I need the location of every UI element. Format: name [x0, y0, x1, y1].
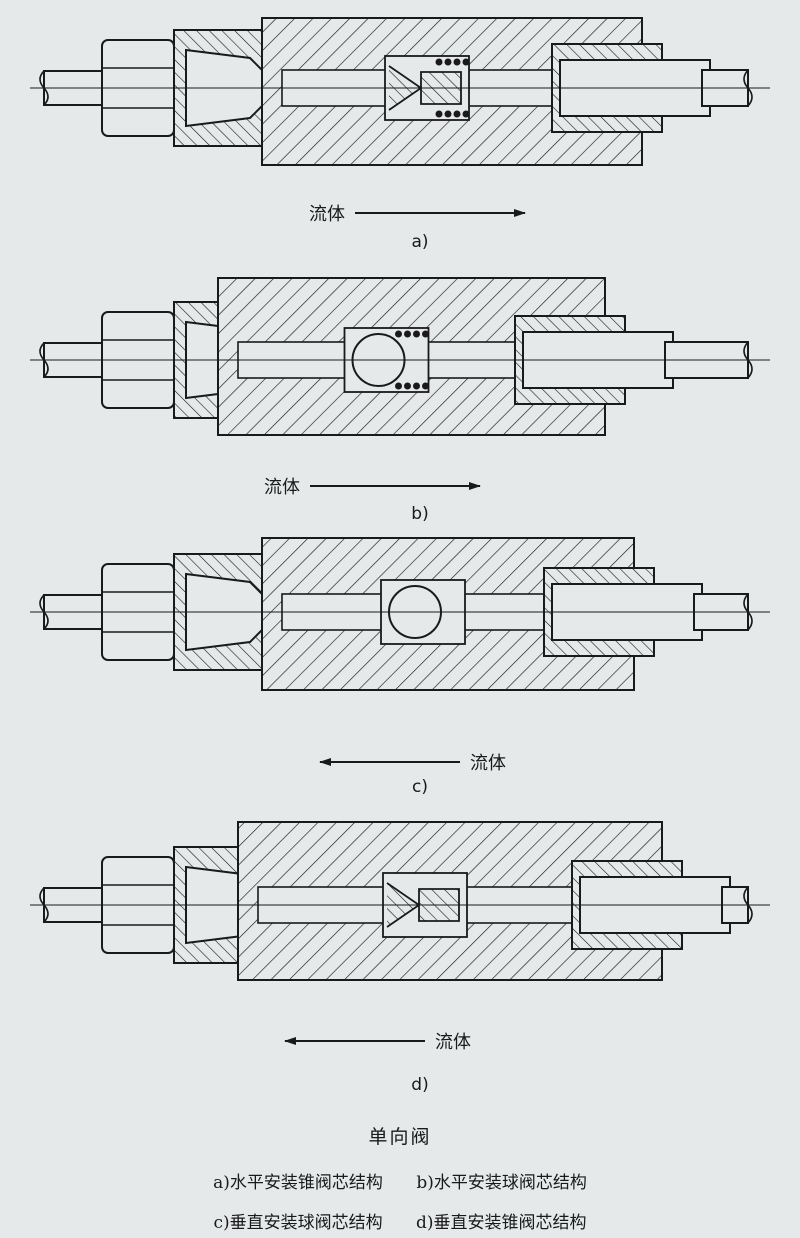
spring-coil: [444, 110, 452, 118]
caption-title: 单向阀: [368, 1126, 432, 1148]
figure-sublabel: b): [411, 504, 428, 524]
figure-sublabel: d): [411, 1075, 428, 1095]
spring-coil: [462, 58, 470, 66]
spring-coil: [395, 382, 402, 390]
caption-item-d: d)垂直安装锥阀芯结构: [416, 1213, 587, 1233]
spring-coil: [453, 110, 461, 118]
spring-coil: [404, 330, 411, 338]
caption-row-2: c)垂直安装球阀芯结构 d)垂直安装锥阀芯结构: [0, 1208, 800, 1233]
spring-coil: [422, 382, 429, 390]
caption-row-1: a)水平安装锥阀芯结构 b)水平安装球阀芯结构: [0, 1168, 800, 1193]
spring-coil: [453, 58, 461, 66]
spring-coil: [435, 110, 443, 118]
spring-coil: [413, 330, 420, 338]
spring-coil: [462, 110, 470, 118]
flow-label: 流体: [435, 1032, 471, 1053]
figure-c: 流体 c): [30, 537, 770, 797]
figure-d: 流体 d): [30, 821, 770, 1095]
spring-coil: [413, 382, 420, 390]
spring-coil: [395, 330, 402, 338]
figure-b: 流体 b): [30, 277, 770, 524]
caption-item-a: a)水平安装锥阀芯结构: [213, 1173, 383, 1193]
spring-coil: [444, 58, 452, 66]
caption-item-c: c)垂直安装球阀芯结构: [213, 1213, 383, 1233]
flow-label: 流体: [470, 753, 506, 774]
caption-item-b: b)水平安装球阀芯结构: [416, 1173, 587, 1193]
spring-coil: [435, 58, 443, 66]
flow-label: 流体: [264, 477, 300, 498]
spring-coil: [422, 330, 429, 338]
figure-sublabel: c): [412, 777, 428, 797]
spring-coil: [404, 382, 411, 390]
flow-label: 流体: [309, 204, 345, 225]
figure-a: 流体 a): [30, 17, 770, 252]
figure-sublabel: a): [411, 232, 428, 252]
